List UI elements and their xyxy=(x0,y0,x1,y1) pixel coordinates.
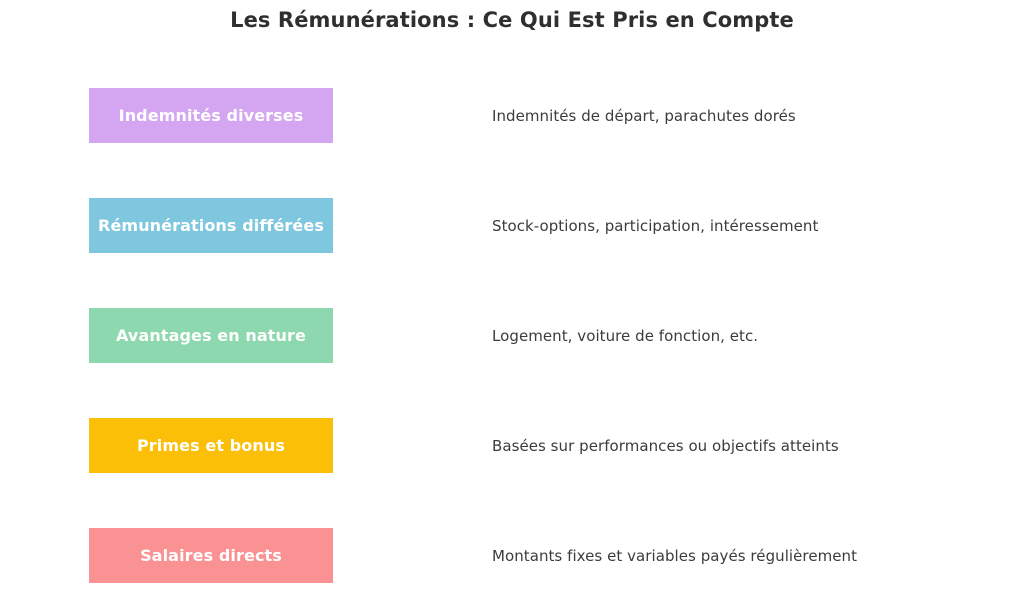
list-item: Avantages en nature Logement, voiture de… xyxy=(0,308,1024,363)
category-bar-primes-et-bonus[interactable]: Primes et bonus xyxy=(89,418,333,473)
category-label: Primes et bonus xyxy=(136,436,286,455)
category-label: Rémunérations différées xyxy=(98,216,324,235)
category-description: Indemnités de départ, parachutes dorés xyxy=(492,106,796,125)
list-item: Primes et bonus Basées sur performances … xyxy=(0,418,1024,473)
category-label: Salaires directs xyxy=(140,546,282,565)
category-bar-avantages-en-nature[interactable]: Avantages en nature xyxy=(89,308,333,363)
category-bar-indemnites-diverses[interactable]: Indemnités diverses xyxy=(89,88,333,143)
category-bar-remunerations-differees[interactable]: Rémunérations différées xyxy=(89,198,333,253)
list-item: Salaires directs Montants fixes et varia… xyxy=(0,528,1024,583)
category-description: Stock-options, participation, intéressem… xyxy=(492,216,819,235)
category-description: Basées sur performances ou objectifs att… xyxy=(492,436,839,455)
category-description: Montants fixes et variables payés réguli… xyxy=(492,546,858,565)
page-title: Les Rémunérations : Ce Qui Est Pris en C… xyxy=(230,8,794,32)
category-bar-salaires-directs[interactable]: Salaires directs xyxy=(89,528,333,583)
category-label: Indemnités diverses xyxy=(118,106,304,125)
category-list: Indemnités diverses Indemnités de départ… xyxy=(0,88,1024,583)
list-item: Rémunérations différées Stock-options, p… xyxy=(0,198,1024,253)
category-label: Avantages en nature xyxy=(116,326,306,345)
category-description: Logement, voiture de fonction, etc. xyxy=(492,326,759,345)
list-item: Indemnités diverses Indemnités de départ… xyxy=(0,88,1024,143)
